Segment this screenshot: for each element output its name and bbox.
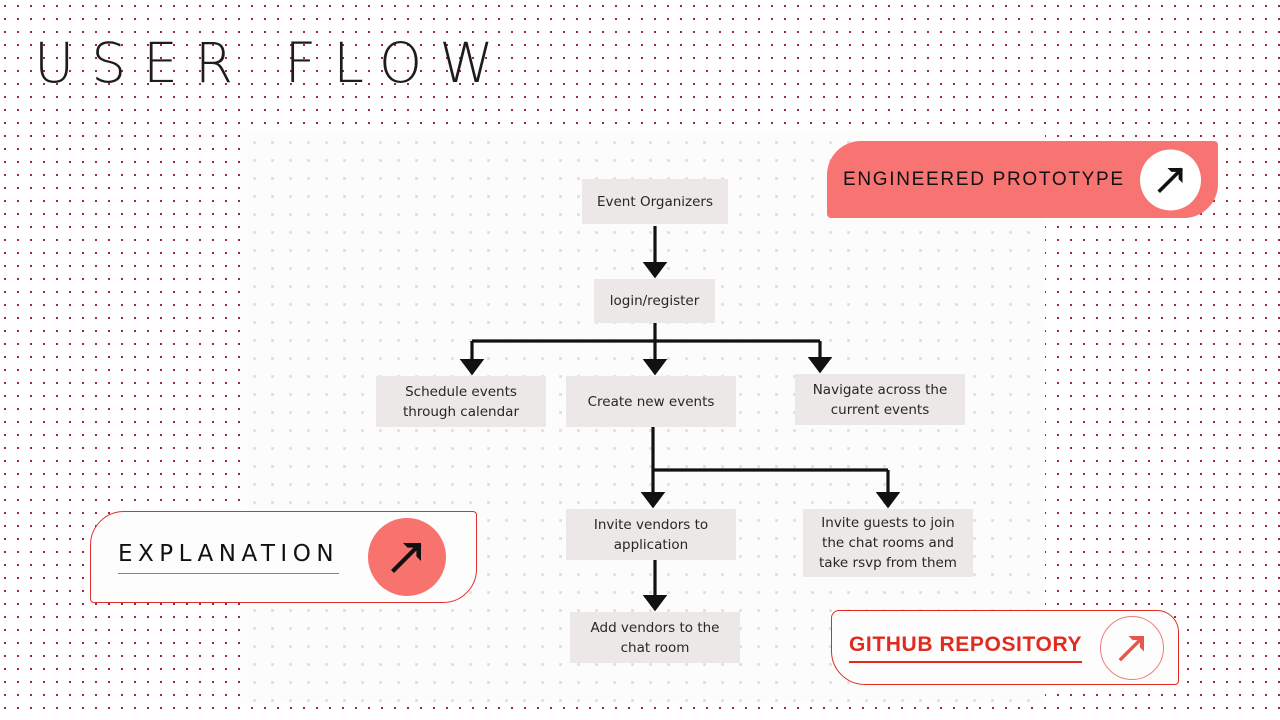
flow-node-label: Invite vendors to application xyxy=(593,516,709,553)
arrow-up-right-icon[interactable] xyxy=(368,518,446,596)
arrow-up-right-icon[interactable] xyxy=(1140,149,1201,210)
engineered-prototype-label: ENGINEERED PROTOTYPE xyxy=(843,168,1125,190)
arrow-up-right-icon[interactable] xyxy=(1100,615,1164,680)
flow-node-schedule-events: Schedule events through calendar xyxy=(376,376,546,427)
flow-node-label: Invite guests to join the chat rooms and… xyxy=(819,515,957,571)
flow-node-navigate-events: Navigate across the current events xyxy=(795,374,965,425)
explanation-button[interactable]: EXPLANATION xyxy=(90,511,477,603)
github-repository-label-underline: GITHUB REPOSITORY xyxy=(849,632,1083,663)
flow-node-label: Navigate across the current events xyxy=(812,381,948,418)
flow-node-invite-guests: Invite guests to join the chat rooms and… xyxy=(803,509,973,577)
flow-node-create-events: Create new events xyxy=(566,376,736,427)
page-title: USER FLOW xyxy=(34,31,511,95)
github-repository-label: GITHUB REPOSITORY xyxy=(849,632,1083,656)
explanation-label-underline: EXPLANATION xyxy=(118,540,340,574)
engineered-prototype-button[interactable]: ENGINEERED PROTOTYPE xyxy=(827,141,1218,218)
flow-node-login-register: login/register xyxy=(594,279,715,323)
github-repository-button[interactable]: GITHUB REPOSITORY xyxy=(831,610,1179,685)
flow-node-invite-vendors: Invite vendors to application xyxy=(566,509,736,560)
flow-node-add-vendors: Add vendors to the chat room xyxy=(570,612,740,663)
flow-node-label: Add vendors to the chat room xyxy=(590,619,720,656)
flow-node-label: Create new events xyxy=(587,393,715,410)
flow-node-label: login/register xyxy=(609,293,700,309)
flow-node-label: Schedule events through calendar xyxy=(402,383,520,420)
explanation-label: EXPLANATION xyxy=(118,540,340,567)
flow-node-label: Event Organizers xyxy=(596,193,714,210)
flow-node-event-organizers: Event Organizers xyxy=(582,179,728,224)
